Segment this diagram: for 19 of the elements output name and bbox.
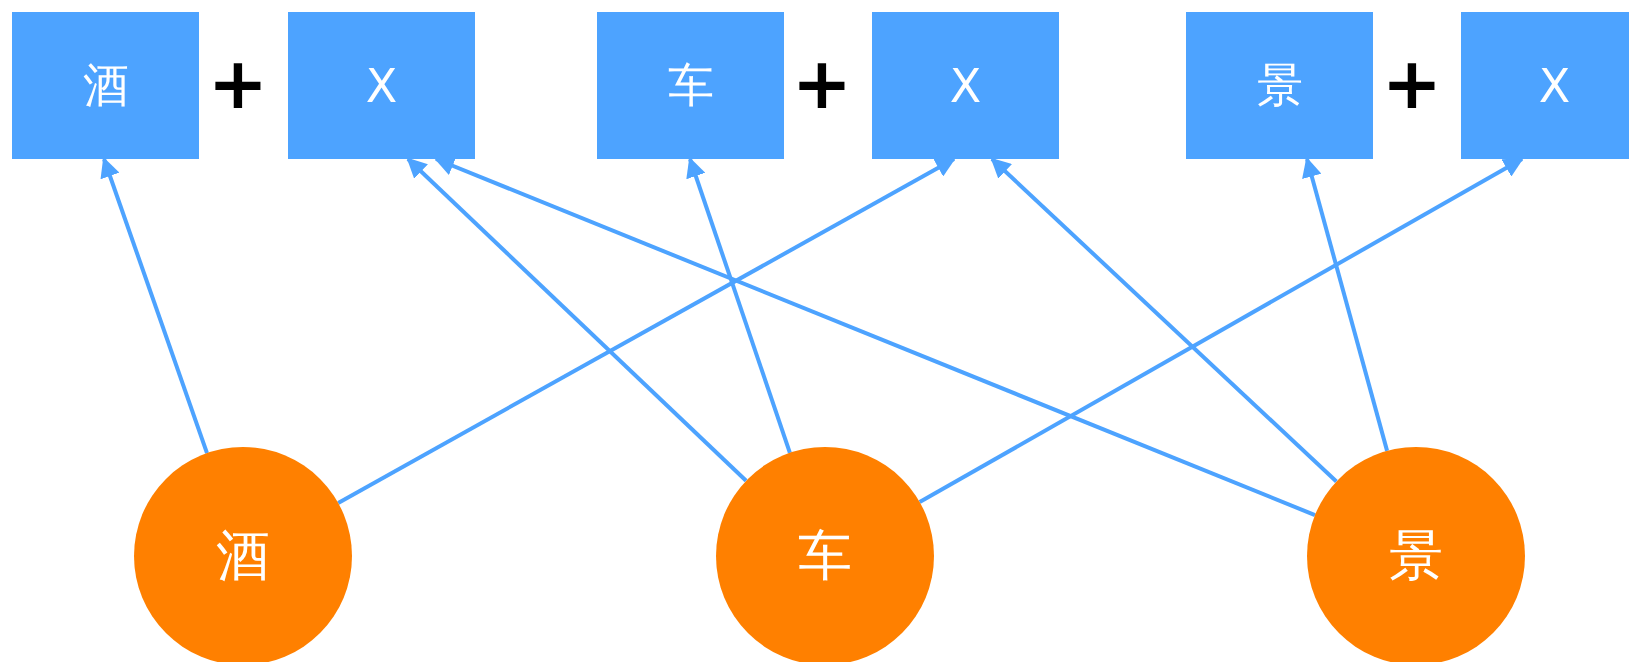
character-box: X bbox=[288, 12, 475, 159]
character-circle: 景 bbox=[1307, 447, 1525, 662]
character-box: X bbox=[1461, 12, 1629, 159]
character-box: 车 bbox=[597, 12, 784, 159]
plus-sign: + bbox=[207, 47, 269, 119]
arrow bbox=[100, 157, 209, 454]
arrow bbox=[337, 157, 956, 505]
arrow bbox=[406, 157, 748, 483]
arrow bbox=[686, 157, 792, 454]
character-box: 酒 bbox=[12, 12, 199, 159]
plus-sign: + bbox=[791, 47, 853, 119]
character-circle: 车 bbox=[716, 447, 934, 662]
character-circle: 酒 bbox=[134, 447, 352, 662]
character-box: 景 bbox=[1186, 12, 1373, 159]
arrow bbox=[1302, 157, 1390, 452]
arrow bbox=[918, 157, 1524, 504]
arrow bbox=[990, 157, 1338, 483]
character-box: X bbox=[872, 12, 1059, 159]
plus-sign: + bbox=[1381, 47, 1443, 119]
